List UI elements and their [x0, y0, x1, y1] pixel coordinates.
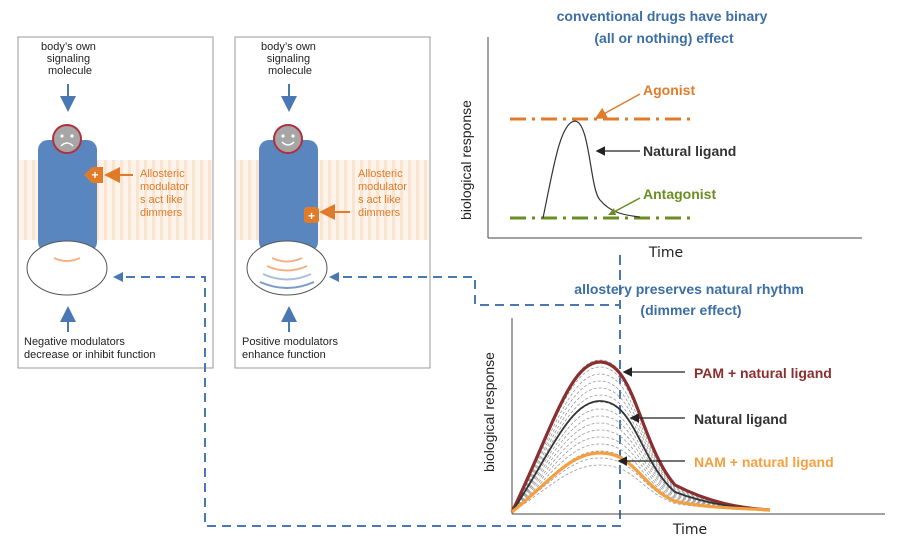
receptor-body: [38, 140, 97, 252]
natural-ligand-curve: [542, 120, 641, 219]
positive-modulator-icon: [304, 207, 319, 223]
response-curve-variant: [511, 366, 771, 513]
response-curve-variant: [511, 436, 771, 513]
signal-wave-weak: [53, 257, 81, 262]
dashed-connectors: [122, 255, 621, 527]
nam-label: NAM + natural ligand: [694, 454, 834, 470]
connector-to-positive: [338, 256, 621, 306]
response-curve-variant: [511, 373, 771, 513]
pam-curve: [510, 360, 771, 513]
happy-face-icon: [273, 124, 303, 154]
agonist-label: Agonist: [643, 82, 695, 98]
negative-modulator-icon: [84, 167, 103, 183]
svg-text:+: +: [308, 209, 315, 223]
chart-title: conventional drugs have binary (all or n…: [557, 8, 772, 46]
allosteric-modulator-label: Allosteric modulator s act like dimmers: [358, 168, 410, 219]
signal-wave: [266, 265, 308, 272]
allosteric-modulator-label: Allosteric modulator s act like dimmers: [140, 168, 192, 219]
positive-modulators-caption: Positive modulators enhance function: [242, 336, 341, 361]
chart-title: allostery preserves natural rhythm (dimm…: [574, 281, 807, 318]
signaling-molecule-label: body’s own signaling molecule: [261, 41, 319, 77]
cell-interior: [26, 240, 108, 296]
y-axis-label: biological response: [458, 100, 474, 220]
response-curve-variant: [511, 408, 771, 513]
response-curve-variant: [511, 387, 771, 513]
antagonist-pointer: [611, 197, 641, 214]
panel-positive-modulator: body’s own signaling molecule + Alloster…: [234, 36, 431, 369]
panel-negative-modulator: body’s own signaling molecule + Alloster…: [17, 36, 214, 369]
signal-wave: [271, 257, 303, 263]
response-curves: [510, 359, 771, 514]
negative-modulators-caption: Negative modulators decrease or inhibit …: [24, 336, 155, 361]
natural-ligand-label: Natural ligand: [643, 143, 736, 159]
svg-text:+: +: [91, 168, 98, 182]
signaling-molecule-label: body’s own signaling molecule: [41, 41, 99, 77]
cell-interior: [246, 240, 328, 296]
connector-arrowhead: [329, 272, 339, 282]
agonist-pointer: [594, 93, 641, 119]
signal-wave: [262, 273, 312, 281]
natural-ligand-label: Natural ligand: [694, 411, 787, 427]
x-axis-label: Time: [648, 245, 683, 261]
signal-wave: [259, 281, 315, 289]
y-axis-label: biological response: [481, 352, 497, 472]
pam-label: PAM + natural ligand: [694, 365, 832, 381]
receptor-body: [259, 140, 318, 252]
sad-face-icon: [52, 124, 82, 154]
antagonist-label: Antagonist: [643, 186, 716, 202]
chart-binary-effect: conventional drugs have binary (all or n…: [458, 8, 862, 261]
chart-dimmer-effect: allostery preserves natural rhythm (dimm…: [481, 281, 885, 538]
x-axis-label: Time: [672, 522, 707, 538]
nam-curve: [510, 451, 771, 514]
connector-arrowhead: [113, 272, 123, 282]
connector-to-negative: [122, 255, 621, 527]
